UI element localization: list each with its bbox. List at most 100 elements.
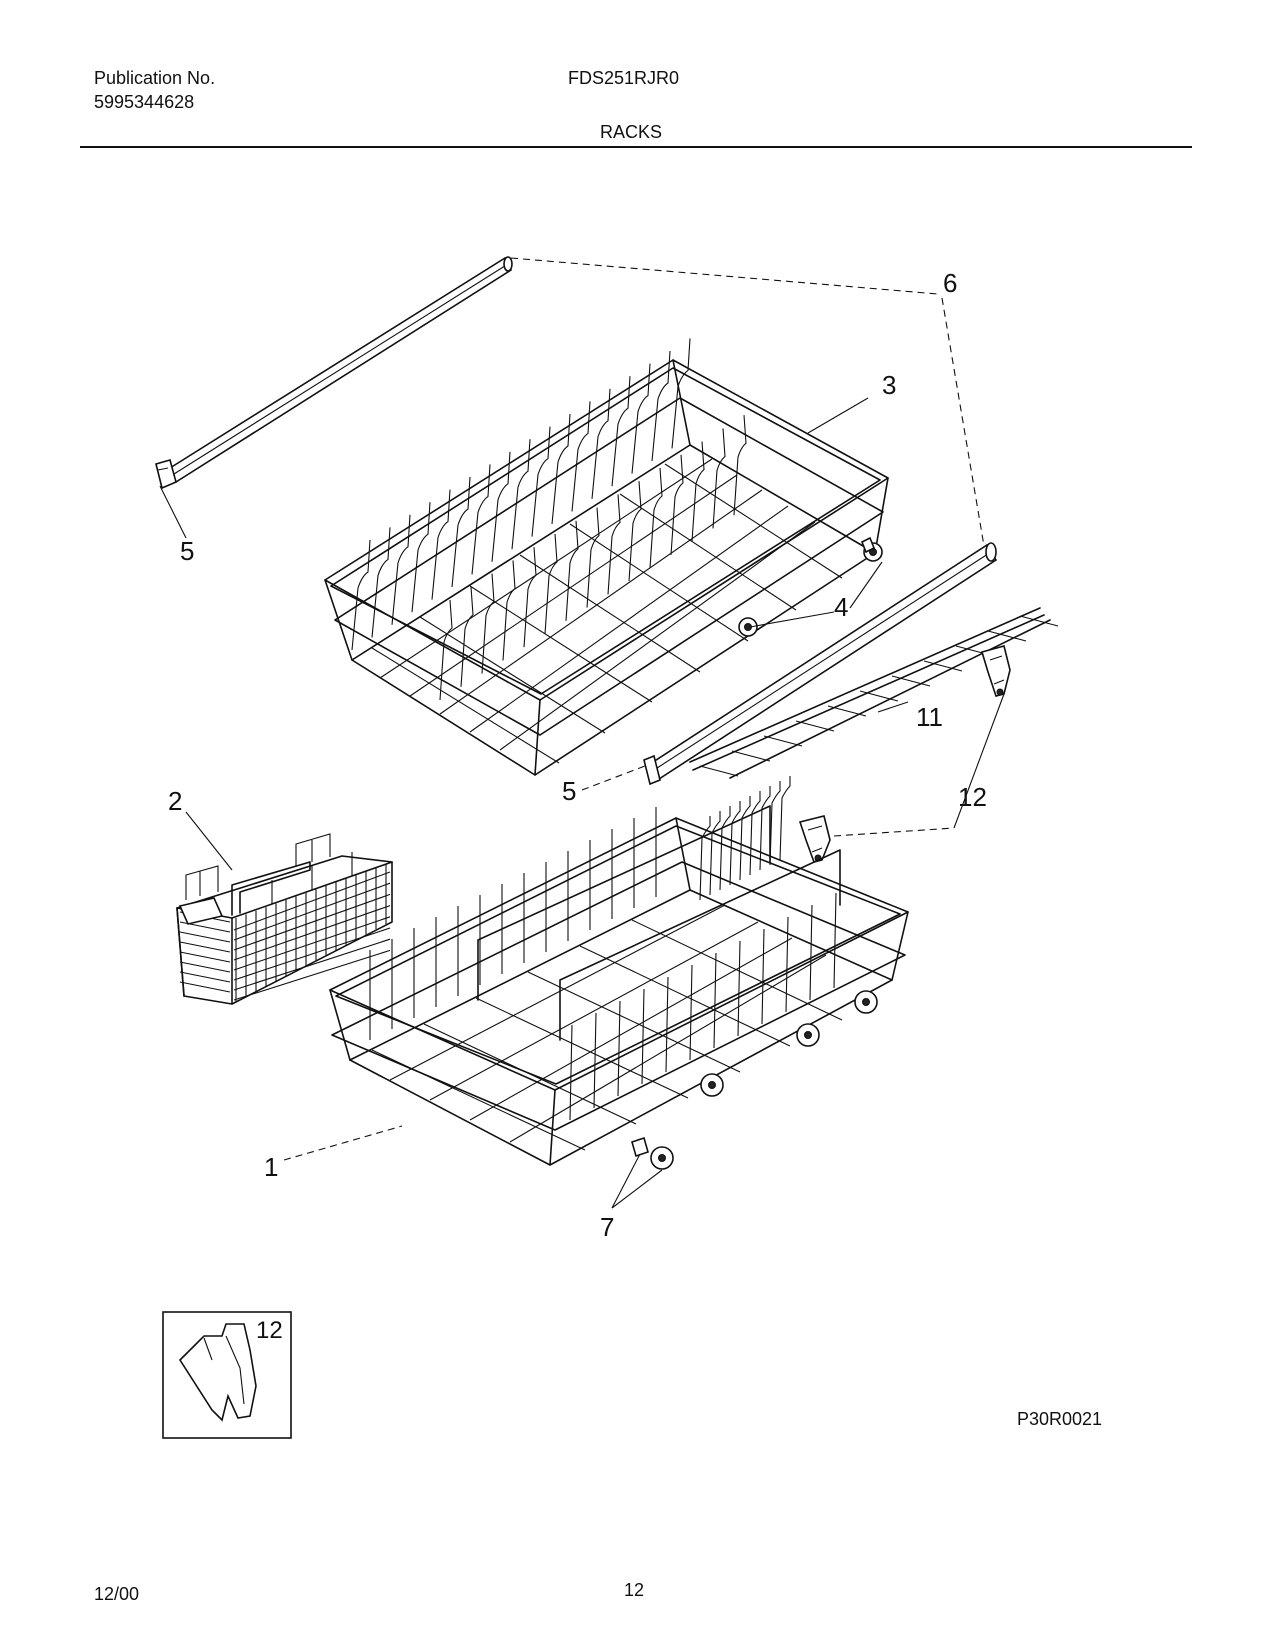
upper-rack-tine [712, 428, 726, 529]
shelf-rung [795, 720, 835, 732]
diagram-code: P30R0021 [1017, 1409, 1102, 1429]
lower-rack-tine [709, 811, 721, 896]
lower-rack-tine [761, 928, 765, 1025]
upper-rack-tine [551, 413, 571, 525]
upper-rack-tine [649, 467, 663, 569]
shelf-rung [923, 660, 963, 672]
lower-rack-tine [739, 796, 751, 881]
lower-rack-tine [689, 964, 693, 1061]
upper-rack-tine [651, 350, 671, 462]
basket-mesh-line [233, 871, 391, 931]
lower-rack-tine [713, 952, 717, 1049]
lower-rack-tine [737, 940, 741, 1037]
inset-label: 12 [256, 1317, 283, 1344]
callout-1: 1 [264, 1152, 278, 1182]
shelf-rung [827, 705, 867, 717]
section-title: RACKS [600, 122, 663, 142]
upper-rack-tine [591, 388, 611, 499]
upper-rack-tine [611, 376, 631, 487]
lower-rack-tine [759, 786, 771, 871]
basket-mesh-line [179, 931, 231, 943]
lower-rack-tine [833, 892, 837, 989]
lower-rack-tine [719, 806, 731, 891]
basket-mesh-line [233, 882, 391, 941]
upper-rack-tine [351, 539, 371, 651]
basket-mesh-line [233, 949, 391, 1001]
callout-6: 6 [943, 268, 957, 298]
lower-rack-tine [809, 904, 813, 1001]
footer-date: 12/00 [94, 1584, 140, 1604]
lower-rack [329, 776, 909, 1170]
shelf-rung [1019, 615, 1059, 627]
upper-rack-tine [439, 599, 453, 701]
publication-label: Publication No. [94, 68, 216, 88]
callout-3: 3 [882, 370, 896, 400]
upper-rack [324, 338, 889, 776]
shelf-rung [859, 690, 899, 702]
clip-right [980, 645, 1011, 697]
upper-rack-rail-right [643, 542, 998, 786]
shelf-rung [699, 765, 739, 777]
basket-mesh-line [179, 971, 231, 983]
basket-mesh-line [233, 938, 391, 991]
lower-rack-tine [641, 988, 645, 1085]
clip-left [798, 815, 831, 863]
upper-rack-tine [511, 439, 531, 550]
lower-rack-tine [749, 791, 761, 876]
lower-rack-tine [769, 781, 781, 866]
basket-mesh-line [179, 981, 231, 993]
upper-rack-tine [670, 454, 684, 555]
leader-lines [159, 257, 1005, 1209]
basket-mesh-line [233, 916, 391, 971]
upper-rack-tine [523, 547, 537, 648]
callout-5-left: 5 [180, 536, 194, 566]
lower-rack-tine [569, 1024, 573, 1121]
upper-rack-tine [531, 426, 551, 537]
upper-rack-tine [451, 476, 471, 588]
upper-rack-tine [411, 502, 431, 613]
shelf-rung [891, 675, 931, 687]
upper-rack-tine [491, 451, 511, 562]
upper-rack-tine [733, 415, 747, 516]
upper-rack-tine [565, 520, 579, 621]
upper-rack-tine [671, 338, 691, 449]
shelf-rung [731, 750, 771, 762]
upper-rack-tine [586, 507, 600, 608]
upper-rack-tine [631, 363, 651, 474]
upper-rack-tine [460, 586, 474, 687]
callout-12: 12 [958, 782, 987, 812]
lower-rack-tine [593, 1012, 597, 1109]
lower-rack-tine [785, 916, 789, 1013]
shelf [689, 607, 1059, 779]
page-number: 12 [624, 1580, 645, 1600]
basket-mesh-line [233, 927, 391, 981]
callout-5-right: 5 [562, 776, 576, 806]
silverware-basket [176, 833, 393, 1005]
upper-rack-tine [691, 441, 705, 542]
upper-rack-tine [628, 481, 642, 582]
lower-rack-tine [665, 976, 669, 1073]
publication-number: 5995344628 [94, 92, 195, 112]
basket-mesh-line [233, 905, 391, 961]
shelf-rung [763, 735, 803, 747]
upper-rack-tine [431, 489, 451, 600]
upper-rack-tine [502, 560, 516, 661]
model-number: FDS251RJR0 [568, 68, 680, 88]
callout-2: 2 [168, 786, 182, 816]
upper-rack-tine [571, 401, 591, 512]
basket-mesh-line [179, 961, 231, 973]
lower-rack-tine [617, 1000, 621, 1097]
header-rule [80, 146, 1192, 148]
upper-rack-tine [544, 533, 558, 635]
basket-mesh-line [179, 951, 231, 963]
callout-4: 4 [834, 592, 848, 622]
upper-rack-tine [607, 494, 621, 595]
upper-rack-tine [481, 573, 495, 674]
upper-rack-tine [371, 527, 391, 638]
shelf-rung [987, 630, 1027, 642]
upper-rack-tine [391, 514, 411, 625]
callout-11: 11 [916, 702, 943, 732]
callout-7: 7 [600, 1212, 614, 1242]
lower-rack-tine [779, 776, 791, 861]
